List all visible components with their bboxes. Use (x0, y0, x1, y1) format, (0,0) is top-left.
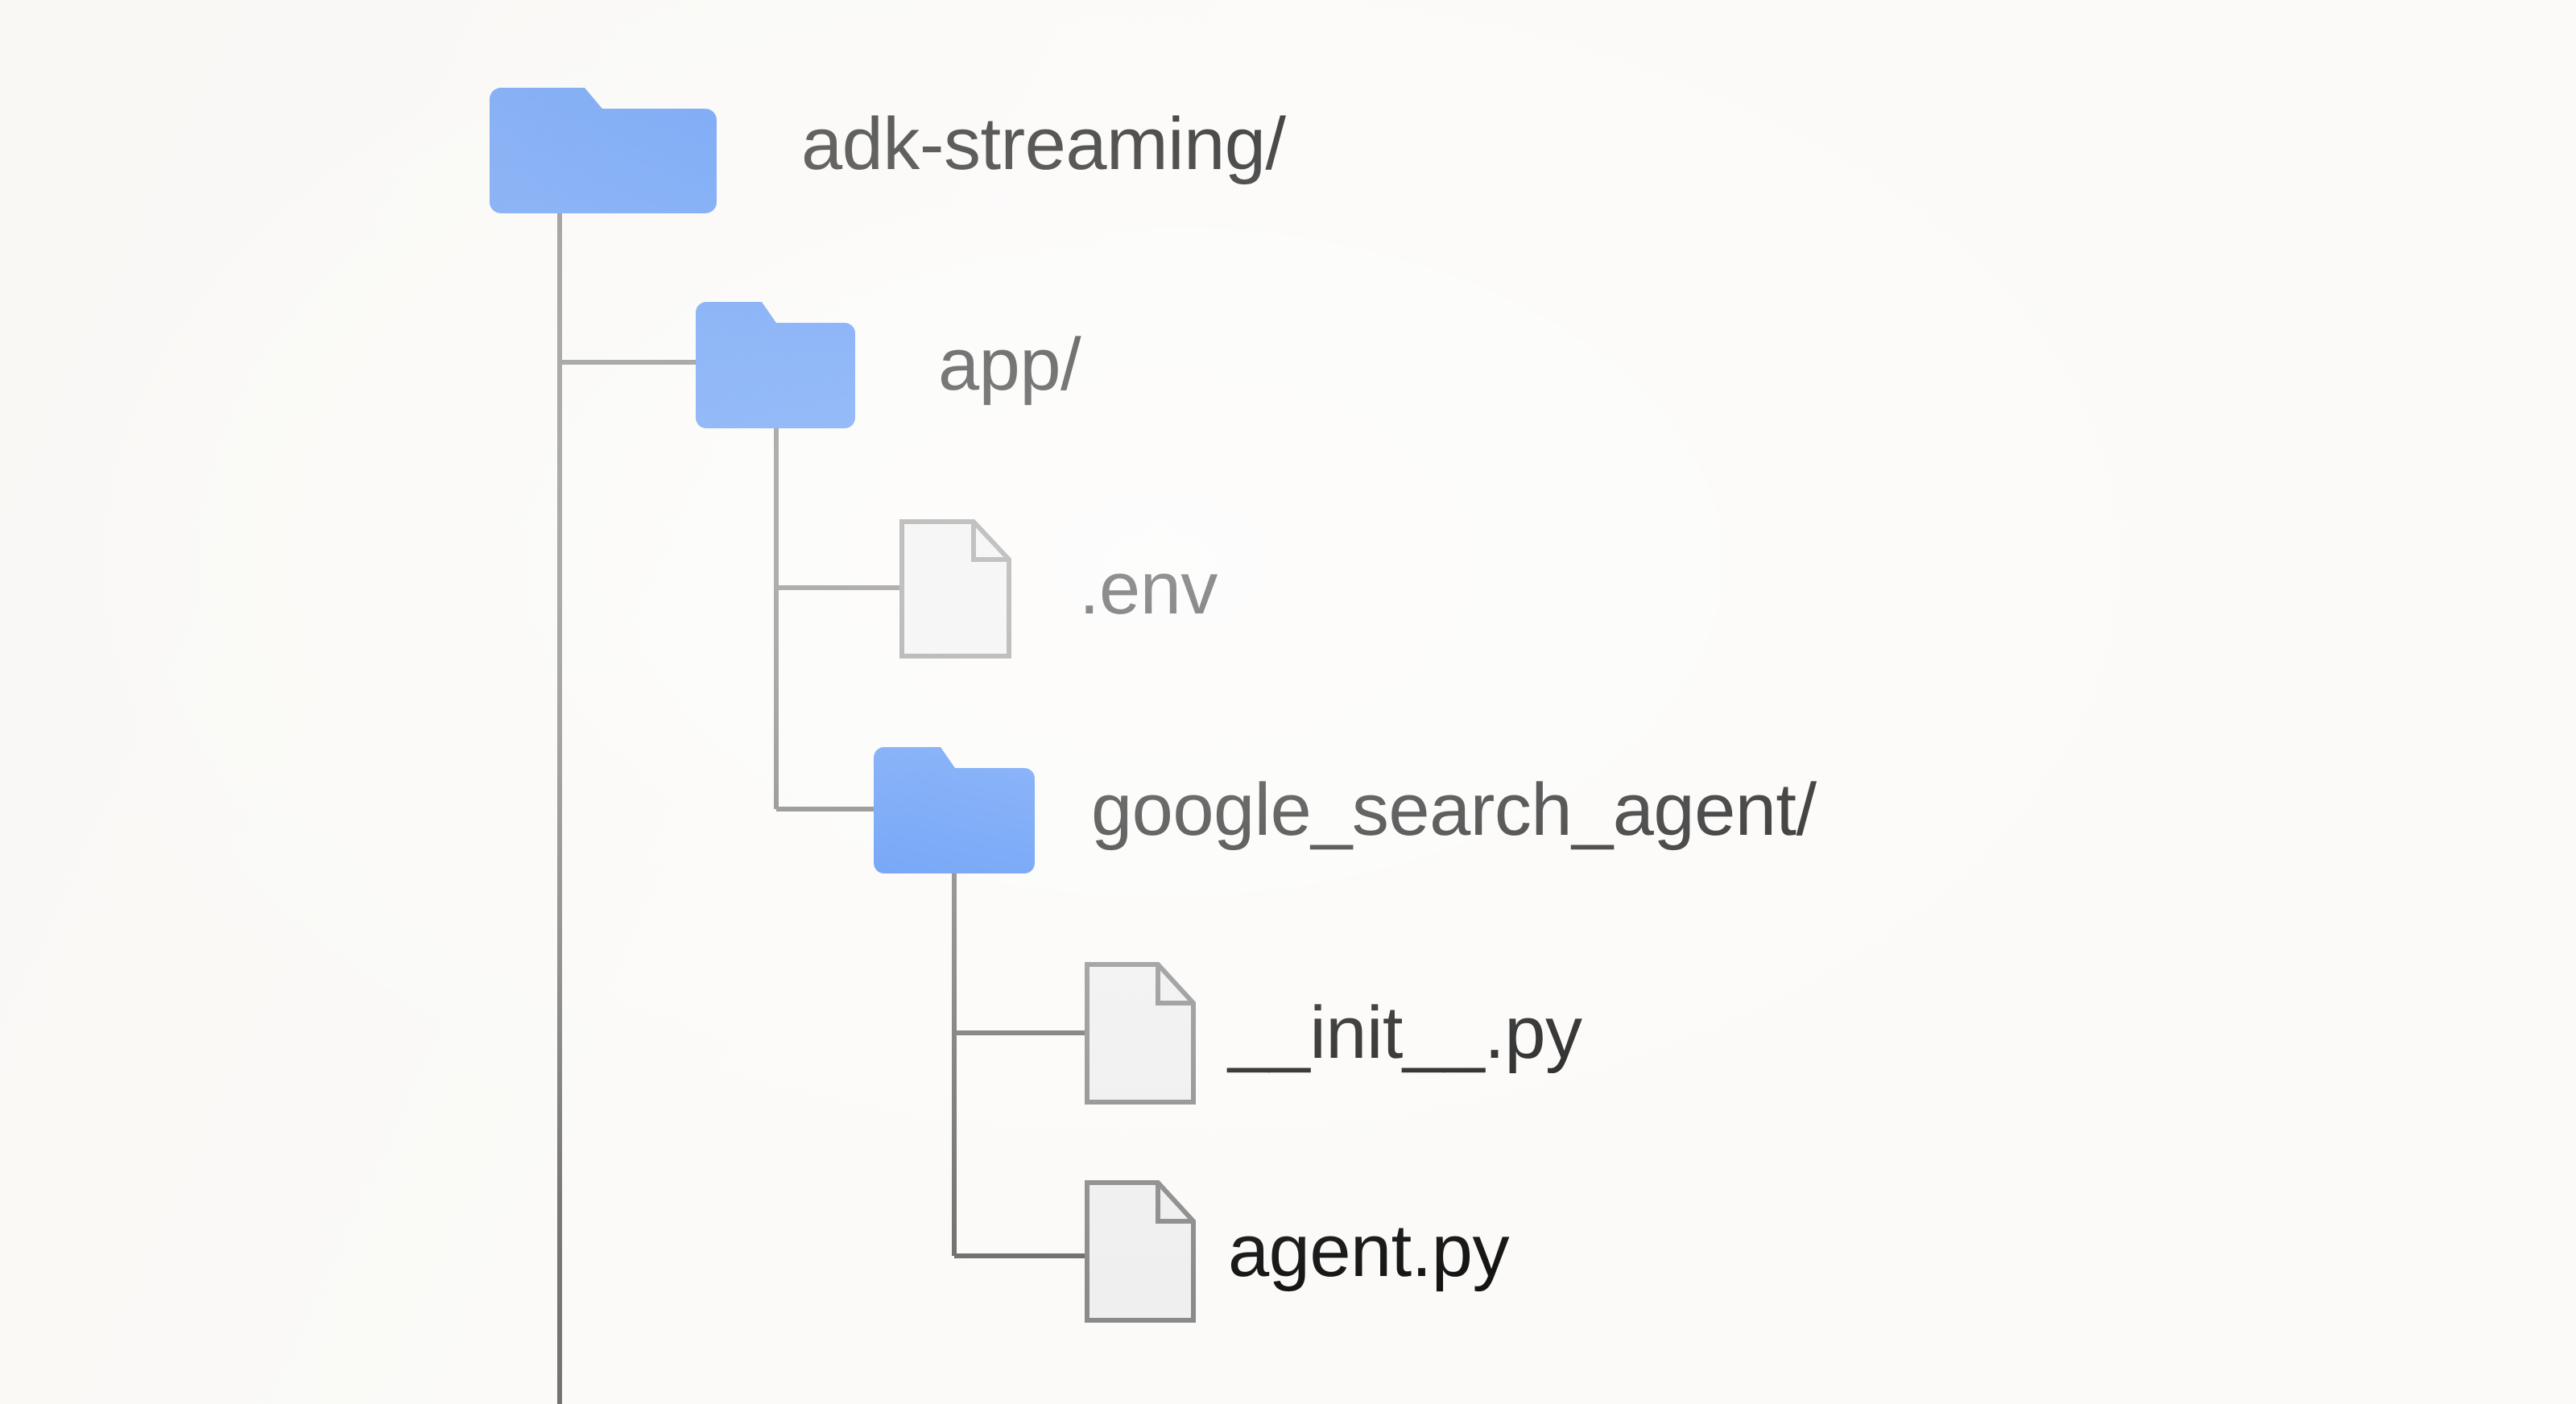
tree-node-label: adk-streaming/ (801, 102, 1286, 185)
folder-icon (696, 302, 855, 428)
folder-icon (874, 747, 1035, 873)
file-icon (1085, 1180, 1196, 1323)
tree-node-label: app/ (938, 324, 1081, 406)
tree-node-init-py[interactable]: __init__.py (1085, 962, 1582, 1105)
tree-node-adk-streaming[interactable]: adk-streaming/ (490, 75, 1286, 213)
file-icon (1085, 962, 1196, 1105)
tree-node-env[interactable]: .env (899, 519, 1218, 659)
file-icon (899, 519, 1011, 659)
folder-icon (490, 75, 717, 213)
tree-node-label: agent.py (1228, 1210, 1509, 1292)
tree-node-app[interactable]: app/ (696, 302, 1081, 428)
tree-node-label: .env (1079, 547, 1218, 630)
tree-node-agent-py[interactable]: agent.py (1085, 1180, 1509, 1323)
tree-node-label: __init__.py (1228, 992, 1582, 1074)
tree-node-google-search-agent[interactable]: google_search_agent/ (874, 747, 1817, 873)
tree-node-label: google_search_agent/ (1091, 769, 1817, 851)
